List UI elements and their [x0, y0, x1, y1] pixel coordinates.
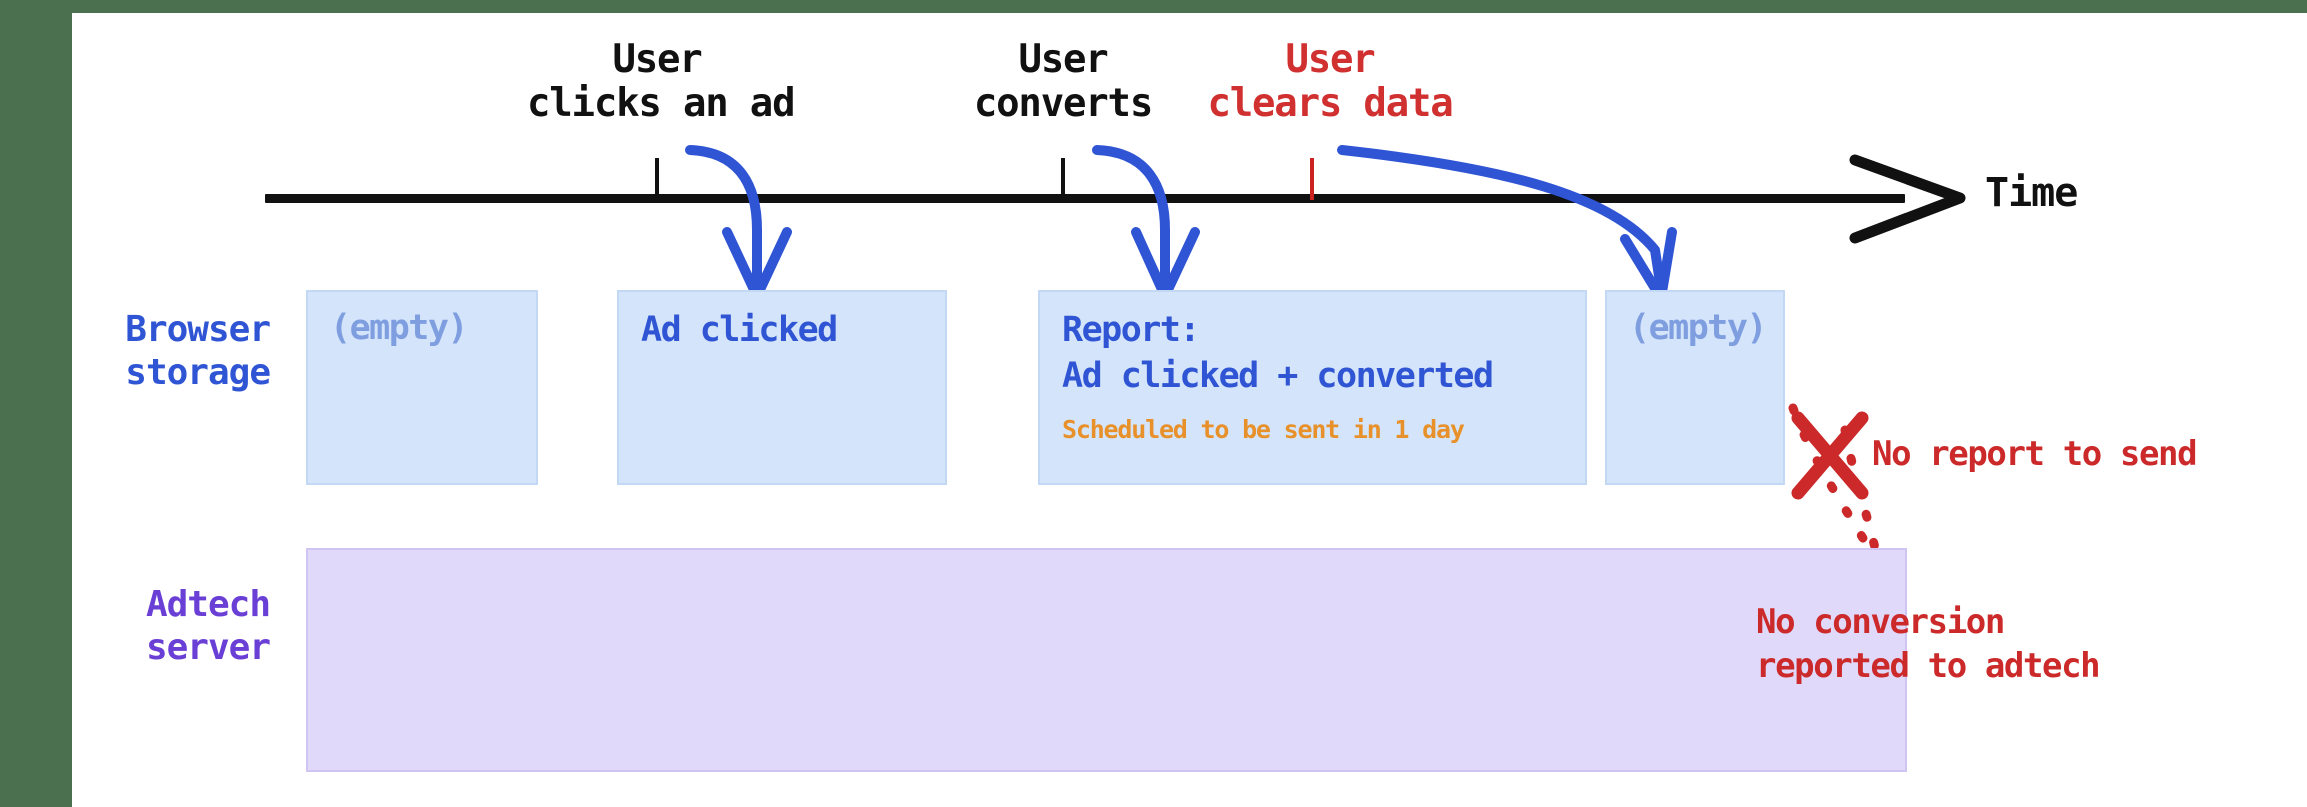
red-x-icon — [1791, 411, 1869, 500]
browser-storage-content-1: Ad clicked — [641, 308, 935, 354]
adtech-server-box[interactable] — [306, 548, 1907, 772]
row-label-adtech-line2: server — [145, 627, 271, 669]
event-caption-convert-line2: converts — [973, 80, 1153, 126]
timeline-axis — [265, 194, 1905, 203]
event-caption-clear-line2: clears data — [1207, 80, 1453, 126]
row-label-browser-line2: storage — [125, 352, 271, 394]
curved-arrow-down-icon-2 — [1092, 145, 1200, 301]
event-caption-click-line2: clicks an ad — [527, 80, 796, 126]
browser-storage-report-title: Report: — [1062, 310, 1201, 350]
annotation-no-report-to-send: No report to send — [1872, 432, 2198, 476]
timeline-axis-label: Time — [1985, 170, 2078, 216]
annotation-no-report-line1: No report to send — [1872, 434, 2198, 474]
event-caption-clear: User clears data — [1200, 38, 1460, 125]
browser-storage-box-2[interactable]: Report: Ad clicked + converted Scheduled… — [1038, 290, 1587, 485]
browser-storage-text-1: Ad clicked — [641, 310, 838, 350]
dotted-arrow-down-icon — [1788, 403, 1881, 558]
row-label-browser-storage: Browser storage — [40, 308, 271, 394]
browser-storage-text-3: (empty) — [1629, 308, 1768, 348]
browser-storage-box-1[interactable]: Ad clicked — [617, 290, 947, 485]
event-caption-clear-line1: User — [1285, 37, 1375, 82]
row-label-browser-line1: Browser — [125, 309, 271, 350]
browser-storage-report-body: Ad clicked + converted — [1062, 355, 1494, 396]
browser-storage-text-0: (empty) — [330, 308, 469, 348]
browser-storage-box-0[interactable]: (empty) — [306, 290, 538, 485]
curved-arrow-down-icon-3 — [1337, 145, 1677, 303]
annotation-no-conversion-reported: No conversion reported to adtech — [1756, 600, 2101, 688]
browser-storage-report-schedule: Scheduled to be sent in 1 day — [1062, 415, 1465, 444]
slide-edge-top — [0, 0, 2307, 13]
browser-storage-content-3: (empty) — [1629, 308, 1773, 348]
browser-storage-box-3[interactable]: (empty) — [1605, 290, 1785, 485]
event-caption-click: User clicks an ad — [527, 37, 796, 126]
event-caption-click-line1: User — [612, 37, 702, 82]
annotation-no-conversion-line1: No conversion — [1756, 602, 2005, 642]
annotation-no-conversion-line2: reported to adtech — [1756, 646, 2101, 687]
slide-edge-left — [0, 0, 72, 807]
browser-storage-content-2: Report: Ad clicked + converted Scheduled… — [1062, 308, 1575, 444]
row-label-adtech-line1: Adtech — [145, 584, 271, 625]
row-label-adtech-server: Adtech server — [40, 583, 271, 669]
browser-storage-content-0: (empty) — [330, 308, 526, 348]
curved-arrow-down-icon-1 — [685, 145, 792, 301]
event-caption-convert: User converts — [948, 38, 1178, 125]
event-caption-convert-line1: User — [1018, 37, 1108, 82]
